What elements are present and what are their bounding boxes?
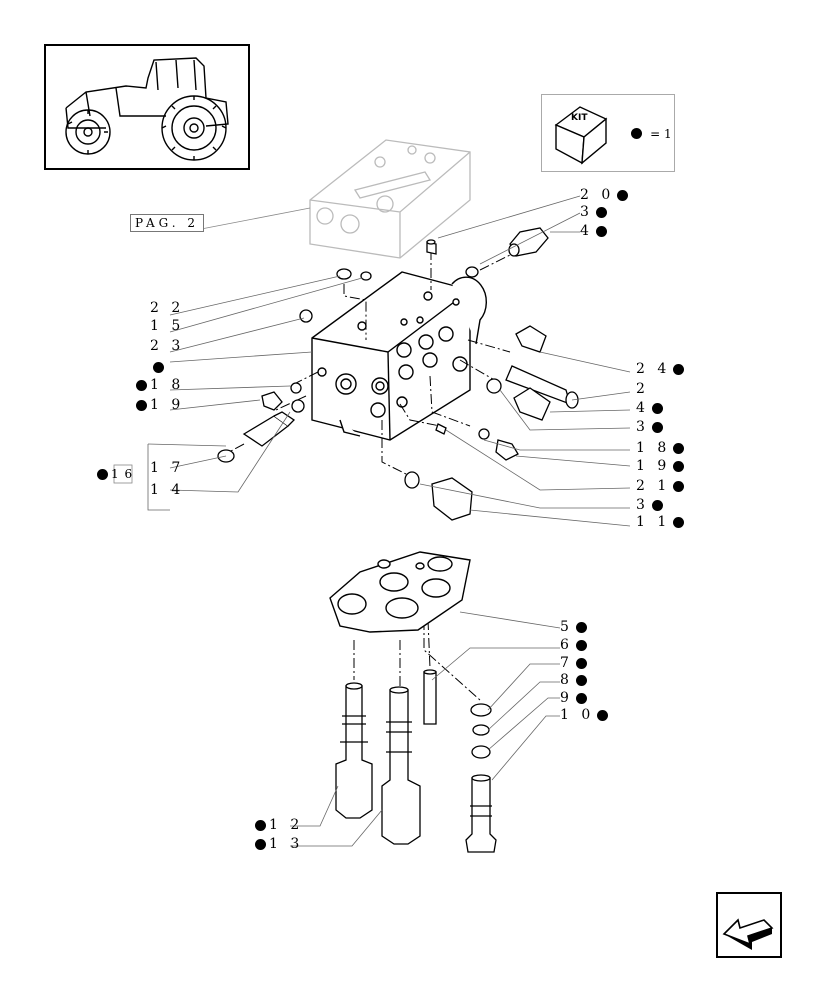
kit-dot-icon [631,128,642,139]
callout-21: 2 1 [636,478,687,494]
callout-24: 2 4 [636,361,687,377]
kit-box-icon [554,106,608,165]
callout-16: 1 6 [94,466,133,482]
tractor-icon [65,57,229,161]
callout-6: 6 [560,637,590,653]
callout-3-bottom: 3 [636,497,666,513]
callout-17: 1 7 [150,460,185,476]
callout-10: 1 0 [560,707,611,723]
callout-4-right: 4 [636,400,666,416]
callout-16-frame [113,464,133,484]
callout-18-left: 1 8 [133,377,184,393]
callout-3-right: 3 [636,419,666,435]
kit-legend-key: = 1 [628,123,672,142]
callout-8: 8 [560,672,590,688]
callout-4-top: 4 [580,223,610,239]
spacer-plate [329,551,471,633]
callout-23: 2 3 [150,338,185,354]
leader-lines [147,195,631,847]
callout-18-right: 1 8 [636,440,687,456]
callout-2: 2 [636,381,649,397]
kit-legend: KIT = 1 [541,94,675,172]
callout-9: 9 [560,690,590,706]
cartridges [335,669,497,853]
previous-page-arrow-icon [722,918,774,950]
callout-15: 1 5 [150,318,185,334]
tractor-thumbnail [44,44,250,170]
callout-11: 1 1 [636,514,687,530]
callout-5: 5 [560,619,590,635]
callout-23-dot [150,359,167,375]
callout-20: 2 0 [580,187,631,203]
callout-3-top: 3 [580,204,610,220]
callout-7: 7 [560,655,590,671]
callout-14: 1 4 [150,482,185,498]
valve-block [311,271,488,441]
callout-22: 2 2 [150,300,185,316]
callout-12: 1 2 [252,817,303,833]
assembly-axes [217,250,511,701]
ghost-block [309,139,471,259]
page-reference[interactable]: PAG. 2 [130,214,205,232]
callout-13: 1 3 [252,836,303,852]
loose-parts [217,227,579,521]
previous-page-button[interactable] [716,892,782,958]
kit-label: KIT [571,113,588,123]
callout-19-left: 1 9 [133,397,184,413]
kit-legend-text: = 1 [650,127,672,141]
callout-19-right: 1 9 [636,458,687,474]
